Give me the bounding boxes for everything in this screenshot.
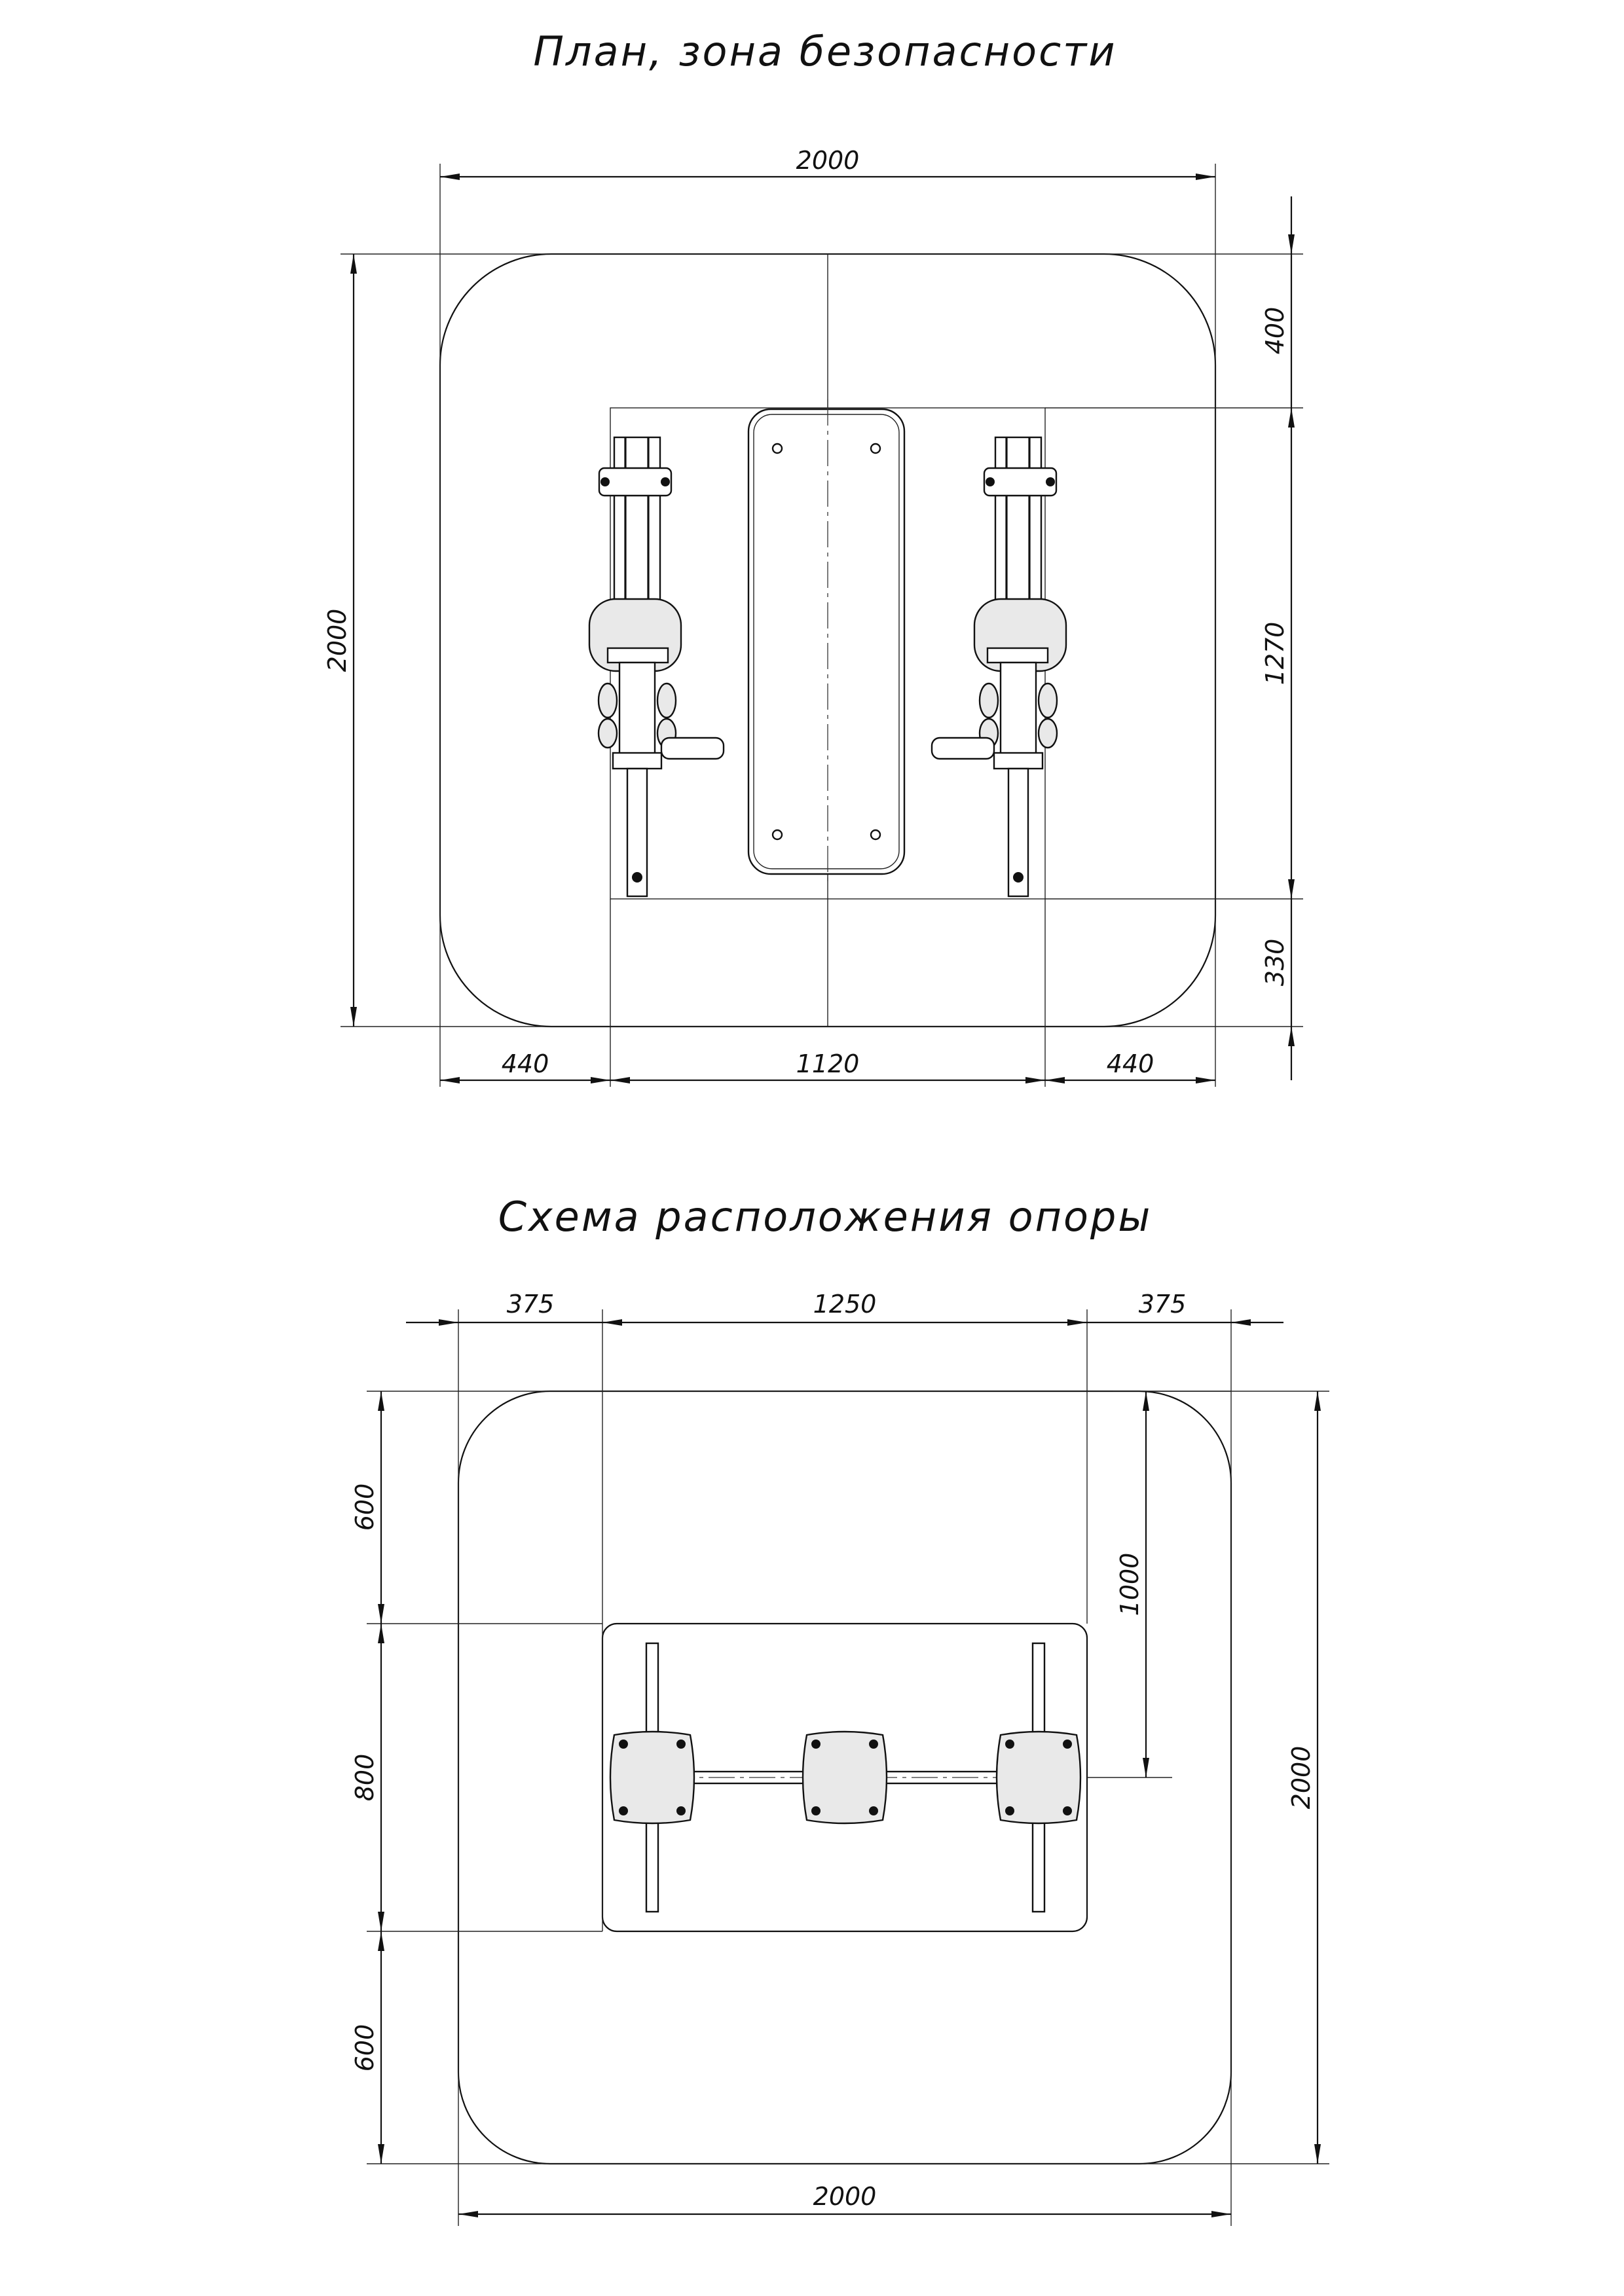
support-dim-left-top: 600	[350, 1484, 379, 1531]
plan-dim-top-width: 2000	[796, 146, 860, 175]
plan-view: 2000 2000 400 1270 330 440 1120 440	[323, 146, 1303, 1087]
left-carriage	[606, 647, 669, 664]
base-plate-right	[995, 1730, 1082, 1825]
bench-bolt	[870, 829, 881, 841]
right-top-bracket	[983, 467, 1058, 497]
support-view: 375 1250 375 600 800 600 1000 2000 2000	[350, 1290, 1329, 2226]
support-dim-top-left: 375	[507, 1290, 555, 1319]
plan-dim-right-top: 400	[1261, 307, 1289, 355]
bench-seat	[747, 408, 906, 875]
support-dim-bottom-width: 2000	[813, 2182, 877, 2211]
bench-bolt	[870, 443, 881, 454]
left-exercise-unit	[588, 436, 725, 898]
plan-dim-right-bottom: 330	[1261, 939, 1289, 987]
bench-bolt	[771, 829, 783, 841]
bench-bolt	[771, 443, 783, 454]
support-dim-top-middle: 1250	[813, 1290, 877, 1319]
support-dim-left-middle: 800	[350, 1754, 379, 1802]
right-exercise-unit	[931, 436, 1067, 898]
base-plate-left	[609, 1730, 695, 1825]
bench-seat-inner	[753, 414, 900, 869]
base-plate-center	[802, 1730, 888, 1825]
right-footplate	[993, 752, 1044, 770]
right-slide	[999, 661, 1037, 769]
support-title: Схема расположения опоры	[498, 1193, 1153, 1241]
left-footplate	[612, 752, 663, 770]
plan-title: План, зона безопасности	[533, 27, 1116, 75]
plan-dim-bottom-middle: 1120	[796, 1049, 860, 1078]
plan-dim-bottom-left: 440	[502, 1049, 549, 1078]
left-slide	[618, 661, 656, 769]
right-carriage	[986, 647, 1049, 664]
support-dim-right-outer: 2000	[1287, 1746, 1316, 1810]
support-dim-right-inner: 1000	[1115, 1553, 1144, 1616]
support-dim-top-right: 375	[1139, 1290, 1187, 1319]
plan-dim-right-middle: 1270	[1261, 622, 1289, 685]
left-handle	[660, 737, 725, 760]
support-dim-left-bottom: 600	[350, 2024, 379, 2072]
plan-dim-bottom-right: 440	[1107, 1049, 1154, 1078]
right-handle	[931, 737, 995, 760]
plan-dim-left-height: 2000	[323, 609, 352, 672]
left-top-bracket	[598, 467, 673, 497]
